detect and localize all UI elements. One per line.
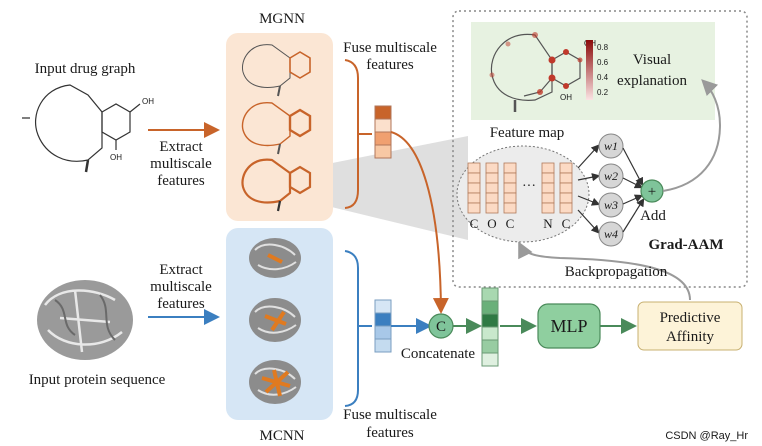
add-symbol: +	[648, 184, 656, 200]
extract-protein-label: multiscale	[150, 279, 212, 295]
predictive-affinity-label: Predictive	[660, 310, 721, 326]
mlp-label: MLP	[550, 316, 587, 336]
drug-to-concat-arrow	[390, 131, 449, 314]
concat-symbol: C	[436, 319, 446, 335]
fuse-top-label: Fuse multiscale	[343, 40, 437, 56]
channel-label: C	[470, 216, 479, 231]
input-protein-structure	[37, 280, 133, 360]
colorbar-tick: 0.8	[597, 43, 609, 52]
extract-protein-label: Extract	[159, 262, 203, 278]
channel-label: C	[506, 216, 515, 231]
fuse-bottom-label: features	[366, 425, 414, 441]
feature-projection-funnel	[282, 136, 468, 240]
visual-explanation-label: explanation	[617, 73, 687, 89]
channel-label: C	[562, 216, 571, 231]
mgnn-title: MGNN	[259, 11, 305, 27]
weight-label: w1	[604, 139, 618, 153]
colorbar-tick: 0.6	[597, 58, 609, 67]
extract-drug-label: multiscale	[150, 156, 212, 172]
oh-label-bottom: OH	[560, 93, 572, 102]
mcnn-protein-3	[249, 360, 301, 404]
drug-feature-vector	[374, 105, 392, 159]
mgnn-molecule-1	[241, 44, 311, 97]
channel-label: O	[487, 216, 496, 231]
weight-connectors	[577, 144, 601, 234]
add-to-visual-arrow	[662, 79, 722, 192]
mcnn-title: MCNN	[259, 428, 304, 444]
weight-label: w4	[604, 227, 618, 241]
colorbar	[586, 40, 593, 100]
input-drug-label: Input drug graph	[35, 61, 136, 77]
weight-label: w2	[604, 169, 618, 183]
extract-drug-label: features	[157, 173, 205, 189]
backpropagation-label: Backpropagation	[565, 264, 668, 280]
concatenate-label: Concatenate	[401, 346, 475, 362]
grad-aam-box	[452, 10, 748, 288]
input-protein-label: Input protein sequence	[29, 372, 166, 388]
weight-label: w3	[604, 198, 618, 212]
feature-map-columns	[467, 162, 573, 214]
input-drug-molecule	[22, 84, 141, 173]
colorbar-tick: 0.4	[597, 73, 609, 82]
mcnn-protein-1	[249, 238, 301, 278]
oh-label-input-bottom: OH	[110, 153, 122, 162]
predictive-affinity-box	[637, 301, 743, 351]
channel-label: N	[543, 216, 553, 231]
fuse-bottom-label: Fuse multiscale	[343, 407, 437, 423]
watermark: CSDN @Ray_Hr	[665, 430, 748, 442]
predictive-affinity-label: Affinity	[666, 329, 715, 345]
fuse-top-label: features	[366, 57, 414, 73]
colorbar-tick: 0.2	[597, 88, 609, 97]
feature-map-label: Feature map	[490, 125, 565, 141]
mgnn-molecule-3	[241, 158, 312, 212]
mcnn-bracket	[344, 250, 359, 407]
concat-feature-vector	[481, 287, 499, 367]
attention-dots	[489, 32, 583, 95]
backpropagation-arrow	[518, 241, 691, 301]
protein-feature-vector	[374, 299, 392, 353]
oh-label-input-top: OH	[142, 97, 154, 106]
extract-protein-label: features	[157, 296, 205, 312]
mcnn-protein-2	[249, 298, 301, 342]
grad-aam-label: Grad-AAM	[649, 237, 724, 253]
extract-drug-label: Extract	[159, 139, 203, 155]
feature-map-ellipsis: ···	[522, 179, 536, 194]
weight-to-add-connectors	[622, 147, 645, 233]
mgnn-molecule-2	[241, 102, 312, 155]
mgnn-panel	[226, 33, 333, 221]
weight-nodes	[598, 133, 624, 247]
visual-explanation-label: Visual	[633, 52, 671, 68]
add-label: Add	[640, 208, 666, 224]
